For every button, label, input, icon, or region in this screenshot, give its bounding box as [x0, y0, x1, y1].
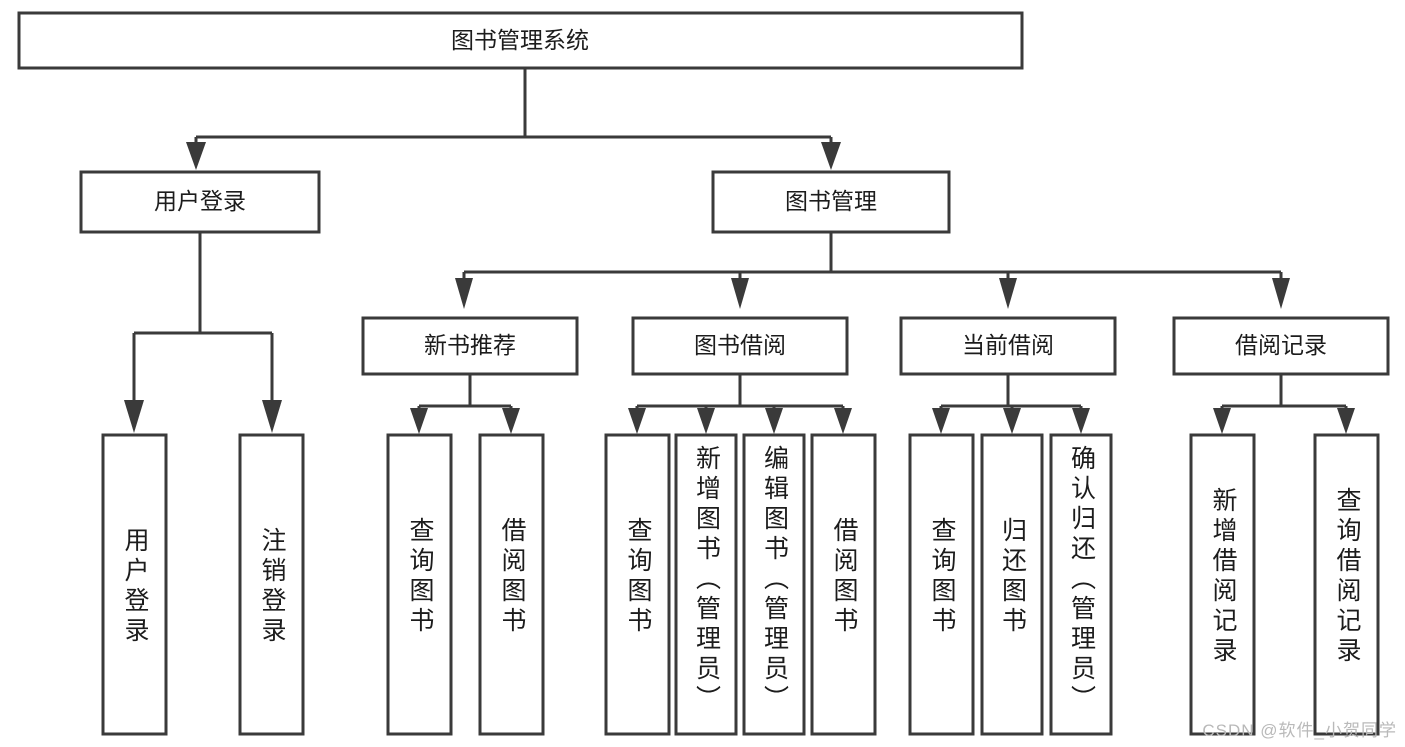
arrow-to-leaf-user-login — [124, 400, 144, 433]
leaf-box-logout[interactable] — [238, 433, 305, 736]
leaf-box-nbr-query-book[interactable] — [386, 433, 453, 736]
arrow-nbr-leaf1 — [410, 408, 428, 434]
csdn-watermark: CSDN @软件_小贺同学 — [1202, 721, 1397, 740]
arrow-to-leaf-logout — [262, 400, 282, 433]
arrow-to-borrow-record — [1272, 278, 1290, 309]
node-level2-book-borrow-label: 图书借阅 — [694, 332, 786, 358]
leaf-box-user-login[interactable] — [101, 433, 168, 736]
arrow-to-book-manage — [821, 142, 841, 170]
arrow-to-user-login — [186, 142, 206, 170]
leaf-box-br-query-record[interactable] — [1313, 433, 1380, 736]
node-level2-current-borrow-label: 当前借阅 — [962, 332, 1054, 358]
node-level2-borrow-record-label: 借阅记录 — [1235, 332, 1327, 358]
leaf-box-nbr-borrow-book[interactable] — [478, 433, 545, 736]
node-level1-user-login[interactable]: 用户登录 — [79, 170, 321, 234]
node-level1-book-manage[interactable]: 图书管理 — [711, 170, 951, 234]
node-level2-new-book-rec[interactable]: 新书推荐 — [361, 316, 579, 376]
arrow-cb-leaf1 — [932, 408, 950, 434]
leaf-box-cb-confirm-return[interactable] — [1049, 433, 1113, 736]
arrow-bb-leaf2 — [697, 408, 715, 434]
arrow-cb-leaf3 — [1072, 408, 1090, 434]
arrow-br-leaf1 — [1213, 408, 1231, 434]
arrow-bb-leaf1 — [628, 408, 646, 434]
arrow-nbr-leaf2 — [502, 408, 520, 434]
leaf-box-bb-borrow-book[interactable] — [810, 433, 877, 736]
node-level1-user-login-label: 用户登录 — [154, 188, 246, 214]
arrow-br-leaf2 — [1337, 408, 1355, 434]
leaf-box-bb-add-book[interactable] — [674, 433, 738, 736]
node-level2-current-borrow[interactable]: 当前借阅 — [899, 316, 1117, 376]
node-root-label: 图书管理系统 — [451, 27, 589, 53]
node-level2-new-book-rec-label: 新书推荐 — [424, 332, 516, 358]
arrow-to-current-borrow — [999, 278, 1017, 309]
leaf-box-br-add-record[interactable] — [1189, 433, 1256, 736]
arrow-bb-leaf3 — [765, 408, 783, 434]
arrow-bb-leaf4 — [834, 408, 852, 434]
node-level2-book-borrow[interactable]: 图书借阅 — [631, 316, 849, 376]
node-root[interactable]: 图书管理系统 — [17, 11, 1024, 70]
leaf-box-bb-query-book[interactable] — [604, 433, 671, 736]
arrow-to-new-book-rec — [455, 278, 473, 309]
leaf-box-cb-query-book[interactable] — [908, 433, 975, 736]
arrow-cb-leaf2 — [1003, 408, 1021, 434]
arrow-to-book-borrow — [731, 278, 749, 309]
node-level1-book-manage-label: 图书管理 — [785, 188, 877, 214]
leaf-box-bb-edit-book[interactable] — [742, 433, 806, 736]
node-level2-borrow-record[interactable]: 借阅记录 — [1172, 316, 1390, 376]
leaf-box-cb-return-book[interactable] — [980, 433, 1044, 736]
